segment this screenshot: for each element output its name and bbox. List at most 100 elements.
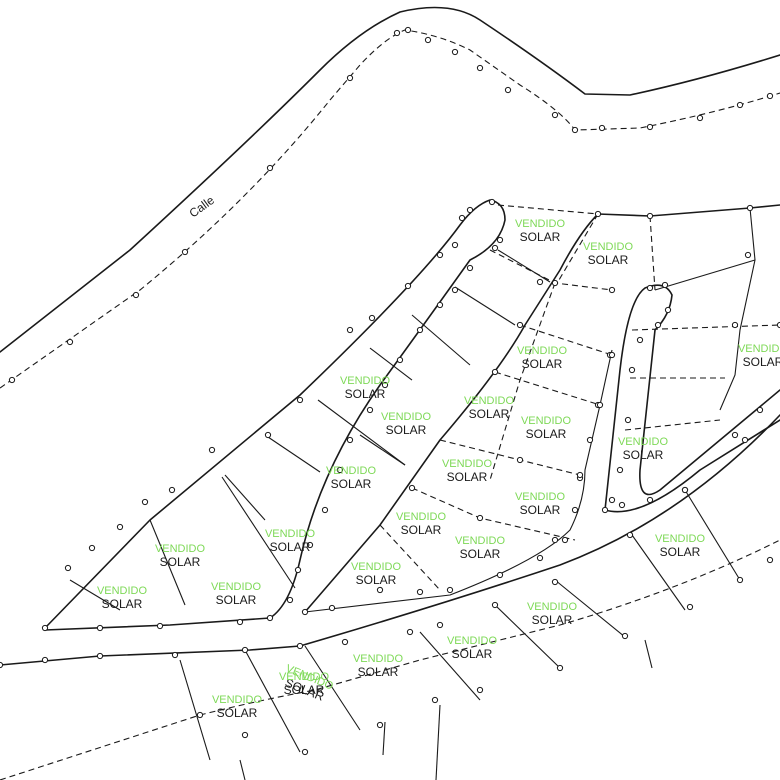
survey-marker [296,396,304,404]
survey-marker [466,264,474,272]
survey-marker [241,646,249,654]
survey-marker [561,536,569,544]
survey-marker [404,26,412,34]
survey-marker [321,506,329,514]
survey-marker [551,578,559,586]
survey-marker [476,64,484,72]
lot-type: SOLAR [743,355,780,369]
survey-marker [576,471,584,479]
survey-marker [466,206,474,214]
survey-marker [451,241,459,249]
survey-marker [393,29,401,37]
lot-type: SOLAR [520,503,561,517]
lot-labels: VENDIDOSOLARVENDIDOSOLARVENDIDOSOLARVEND… [97,218,780,720]
survey-marker [618,501,626,509]
lot-status: VENDIDO [212,694,263,706]
survey-marker [624,416,632,424]
survey-marker [661,281,669,289]
survey-marker [628,366,636,374]
survey-marker [646,123,654,131]
survey-marker [504,86,512,94]
survey-marker [376,586,384,594]
survey-marker [41,656,49,664]
survey-marker [744,251,752,259]
survey-marker [776,321,780,329]
lot-type: SOLAR [331,477,372,491]
survey-marker [636,336,644,344]
survey-marker [436,301,444,309]
survey-marker [406,628,414,636]
survey-marker [736,576,744,584]
lot-status: VENDIDO [618,436,669,448]
block-d [179,489,741,761]
survey-marker [646,212,654,220]
survey-marker [601,506,609,514]
survey-marker [654,321,662,329]
survey-marker [168,486,176,494]
survey-marker [424,36,432,44]
lot-status: VENDIDO [515,218,566,230]
survey-marker [296,642,304,650]
survey-marker [491,244,499,252]
survey-marker [396,356,404,364]
survey-marker [616,466,624,474]
lot-type: SOLAR [522,357,563,371]
lot-status: VENDIDO [155,543,206,555]
survey-marker [241,731,249,739]
survey-marker [341,638,349,646]
lot-type: SOLAR [102,597,143,611]
survey-marker [196,711,204,719]
survey-marker [446,586,454,594]
survey-marker [171,651,179,659]
block-c [604,284,780,513]
lot-status: VENDIDO [738,343,780,355]
survey-marker [551,536,559,544]
lot-status: VENDIDO [353,653,404,665]
survey-marker [571,126,579,134]
survey-marker [646,284,654,292]
survey-marker [766,556,774,564]
survey-marker [596,401,604,409]
lot-type: SOLAR [216,593,257,607]
survey-marker [266,614,274,622]
survey-marker [64,564,72,572]
survey-marker [301,748,309,756]
survey-marker [608,496,616,504]
lot-type: SOLAR [532,613,573,627]
survey-marker [116,523,124,531]
survey-marker [431,696,439,704]
survey-marker [141,498,149,506]
survey-marker [686,603,694,611]
lot-type: SOLAR [401,523,442,537]
survey-marker [681,486,689,494]
survey-marker [404,282,412,290]
lot-type: SOLAR [588,253,629,267]
survey-marker [96,624,104,632]
road-lines [0,6,780,780]
